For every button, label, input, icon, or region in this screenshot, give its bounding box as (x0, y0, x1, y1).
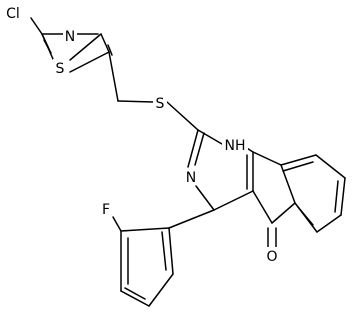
bond (100, 33, 110, 53)
bond (187, 129, 199, 168)
bond (195, 185, 215, 211)
bond (117, 100, 154, 103)
bond (194, 132, 205, 166)
atom-thioether-sulfur: S (153, 94, 167, 112)
bond (282, 161, 314, 172)
bond (124, 287, 146, 300)
bond (315, 154, 346, 179)
bond (334, 180, 339, 213)
bond (252, 190, 273, 224)
bond (120, 290, 150, 307)
atom-label-n: N (65, 29, 75, 45)
bond (112, 216, 122, 232)
bond (280, 154, 317, 166)
bond (148, 273, 174, 307)
atom-pyrimidine-nitrogen: N (184, 168, 198, 186)
bond (166, 101, 199, 131)
bond (297, 206, 314, 226)
atom-labels: Cl N S S NH N F O (2, 4, 280, 265)
bond (271, 202, 296, 224)
bond (340, 177, 346, 216)
bond (168, 209, 215, 229)
bond (108, 51, 119, 102)
bond (213, 190, 254, 211)
atom-chlorine: Cl (2, 4, 24, 22)
bond (161, 231, 167, 271)
atom-label-s-linker: S (156, 96, 165, 112)
atom-carbonyl-oxygen: O (264, 247, 280, 265)
atom-label-o: O (266, 249, 277, 265)
bond (69, 51, 110, 73)
bonds (30, 17, 346, 307)
atom-fluorine: F (99, 200, 112, 218)
atom-label-nh: NH (225, 138, 246, 154)
atom-thiazole-sulfur: S (53, 59, 67, 77)
bond (197, 129, 223, 145)
bond (168, 227, 174, 275)
bond (120, 227, 170, 232)
bond (41, 33, 54, 60)
bond (252, 151, 282, 166)
atom-pyrimidine-nh: NH (222, 136, 248, 154)
bond (69, 33, 102, 61)
atom-label-cl: Cl (6, 6, 20, 22)
bond (107, 44, 113, 56)
atom-thiazole-nitrogen: N (63, 27, 77, 45)
atom-label-f: F (102, 202, 110, 218)
atom-label-s-ring: S (56, 61, 65, 77)
bond (316, 214, 342, 233)
bond (30, 17, 43, 35)
atom-label-n-ring: N (186, 170, 196, 186)
